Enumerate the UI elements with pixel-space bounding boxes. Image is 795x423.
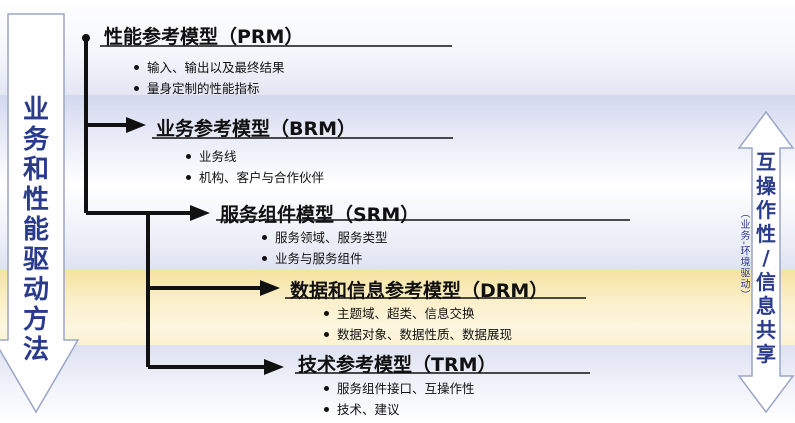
- bullet-list-trm: 服务组件接口、互操作性 技术、建议: [324, 378, 475, 420]
- left-label-char: 和: [22, 155, 49, 185]
- list-item: 主题域、超类、信息交换: [324, 303, 512, 324]
- background-band-1: [0, 0, 795, 95]
- bullet-list-prm: 输入、输出以及最终结果 量身定制的性能指标: [134, 57, 285, 99]
- background-band-3: [0, 185, 795, 270]
- bullet-text: 主题域、超类、信息交换: [337, 306, 475, 321]
- right-label-char: 信: [756, 270, 776, 294]
- bullet-text: 服务组件接口、互操作性: [337, 381, 475, 396]
- right-label-char: 互: [756, 150, 776, 174]
- bullet-text: 业务线: [199, 149, 237, 164]
- right-label-char: 息: [756, 294, 776, 318]
- right-label-char: 共: [756, 318, 776, 342]
- bullet-icon: [262, 235, 267, 240]
- background-band-5: [0, 345, 795, 423]
- bullet-text: 机构、客户与合作伙伴: [199, 170, 325, 185]
- right-side-label: 互 操 作 性 / 信 息 共 享: [752, 150, 780, 366]
- bullet-icon: [324, 386, 329, 391]
- bullet-text: 数据对象、数据性质、数据展现: [337, 327, 513, 342]
- bullet-icon: [134, 86, 139, 91]
- left-label-char: 法: [22, 335, 49, 365]
- bullet-icon: [324, 332, 329, 337]
- bullet-icon: [134, 65, 139, 70]
- left-side-label: 业 务 和 性 能 驱 动 方 法: [16, 95, 56, 365]
- bullet-text: 服务领域、服务类型: [275, 230, 388, 245]
- list-item: 量身定制的性能指标: [134, 78, 285, 99]
- connector-tree: [82, 34, 264, 369]
- connector-arrowheads: [126, 117, 284, 375]
- background-band-highlight: [0, 270, 795, 345]
- model-title-srm: 服务组件模型（SRM）: [220, 204, 420, 226]
- bullet-icon: [186, 175, 191, 180]
- left-label-char: 驱: [22, 245, 49, 275]
- left-label-char: 方: [22, 305, 49, 335]
- bullet-list-brm: 业务线 机构、客户与合作伙伴: [186, 146, 324, 188]
- right-label-char: 性: [756, 222, 776, 246]
- bullet-text: 技术、建议: [337, 402, 400, 417]
- bullet-list-drm: 主题域、超类、信息交换 数据对象、数据性质、数据展现: [324, 303, 512, 345]
- left-label-char: 动: [22, 275, 49, 305]
- model-title-brm: 业务参考模型（BRM）: [156, 118, 357, 140]
- bullet-text: 量身定制的性能指标: [147, 81, 260, 96]
- list-item: 技术、建议: [324, 399, 475, 420]
- model-title-prm: 性能参考模型（PRM）: [104, 26, 304, 48]
- left-down-arrow: [0, 13, 80, 414]
- bullet-icon: [186, 154, 191, 159]
- left-label-char: 业: [22, 95, 49, 125]
- left-label-char: 性: [22, 185, 49, 215]
- model-title-drm: 数据和信息参考模型（DRM）: [290, 280, 549, 302]
- bullet-list-srm: 服务领域、服务类型 业务与服务组件: [262, 227, 388, 269]
- right-label-char: /: [762, 246, 770, 270]
- list-item: 业务线: [186, 146, 324, 167]
- list-item: 服务组件接口、互操作性: [324, 378, 475, 399]
- bullet-text: 输入、输出以及最终结果: [147, 60, 285, 75]
- list-item: 机构、客户与合作伙伴: [186, 167, 324, 188]
- right-side-sublabel: （业务-环境驱动）: [738, 208, 749, 301]
- list-item: 数据对象、数据性质、数据展现: [324, 324, 512, 345]
- background-band-2: [0, 95, 795, 185]
- left-label-char: 务: [22, 125, 49, 155]
- list-item: 输入、输出以及最终结果: [134, 57, 285, 78]
- bullet-icon: [324, 407, 329, 412]
- left-label-char: 能: [22, 215, 49, 245]
- list-item: 业务与服务组件: [262, 248, 388, 269]
- right-label-char: 操: [756, 174, 776, 198]
- bullet-icon: [324, 311, 329, 316]
- right-double-arrow: [737, 110, 795, 414]
- model-title-trm: 技术参考模型（TRM）: [298, 354, 497, 376]
- bullet-text: 业务与服务组件: [275, 251, 363, 266]
- right-label-char: 享: [756, 342, 776, 366]
- right-label-char: 作: [756, 198, 776, 222]
- bullet-icon: [262, 256, 267, 261]
- list-item: 服务领域、服务类型: [262, 227, 388, 248]
